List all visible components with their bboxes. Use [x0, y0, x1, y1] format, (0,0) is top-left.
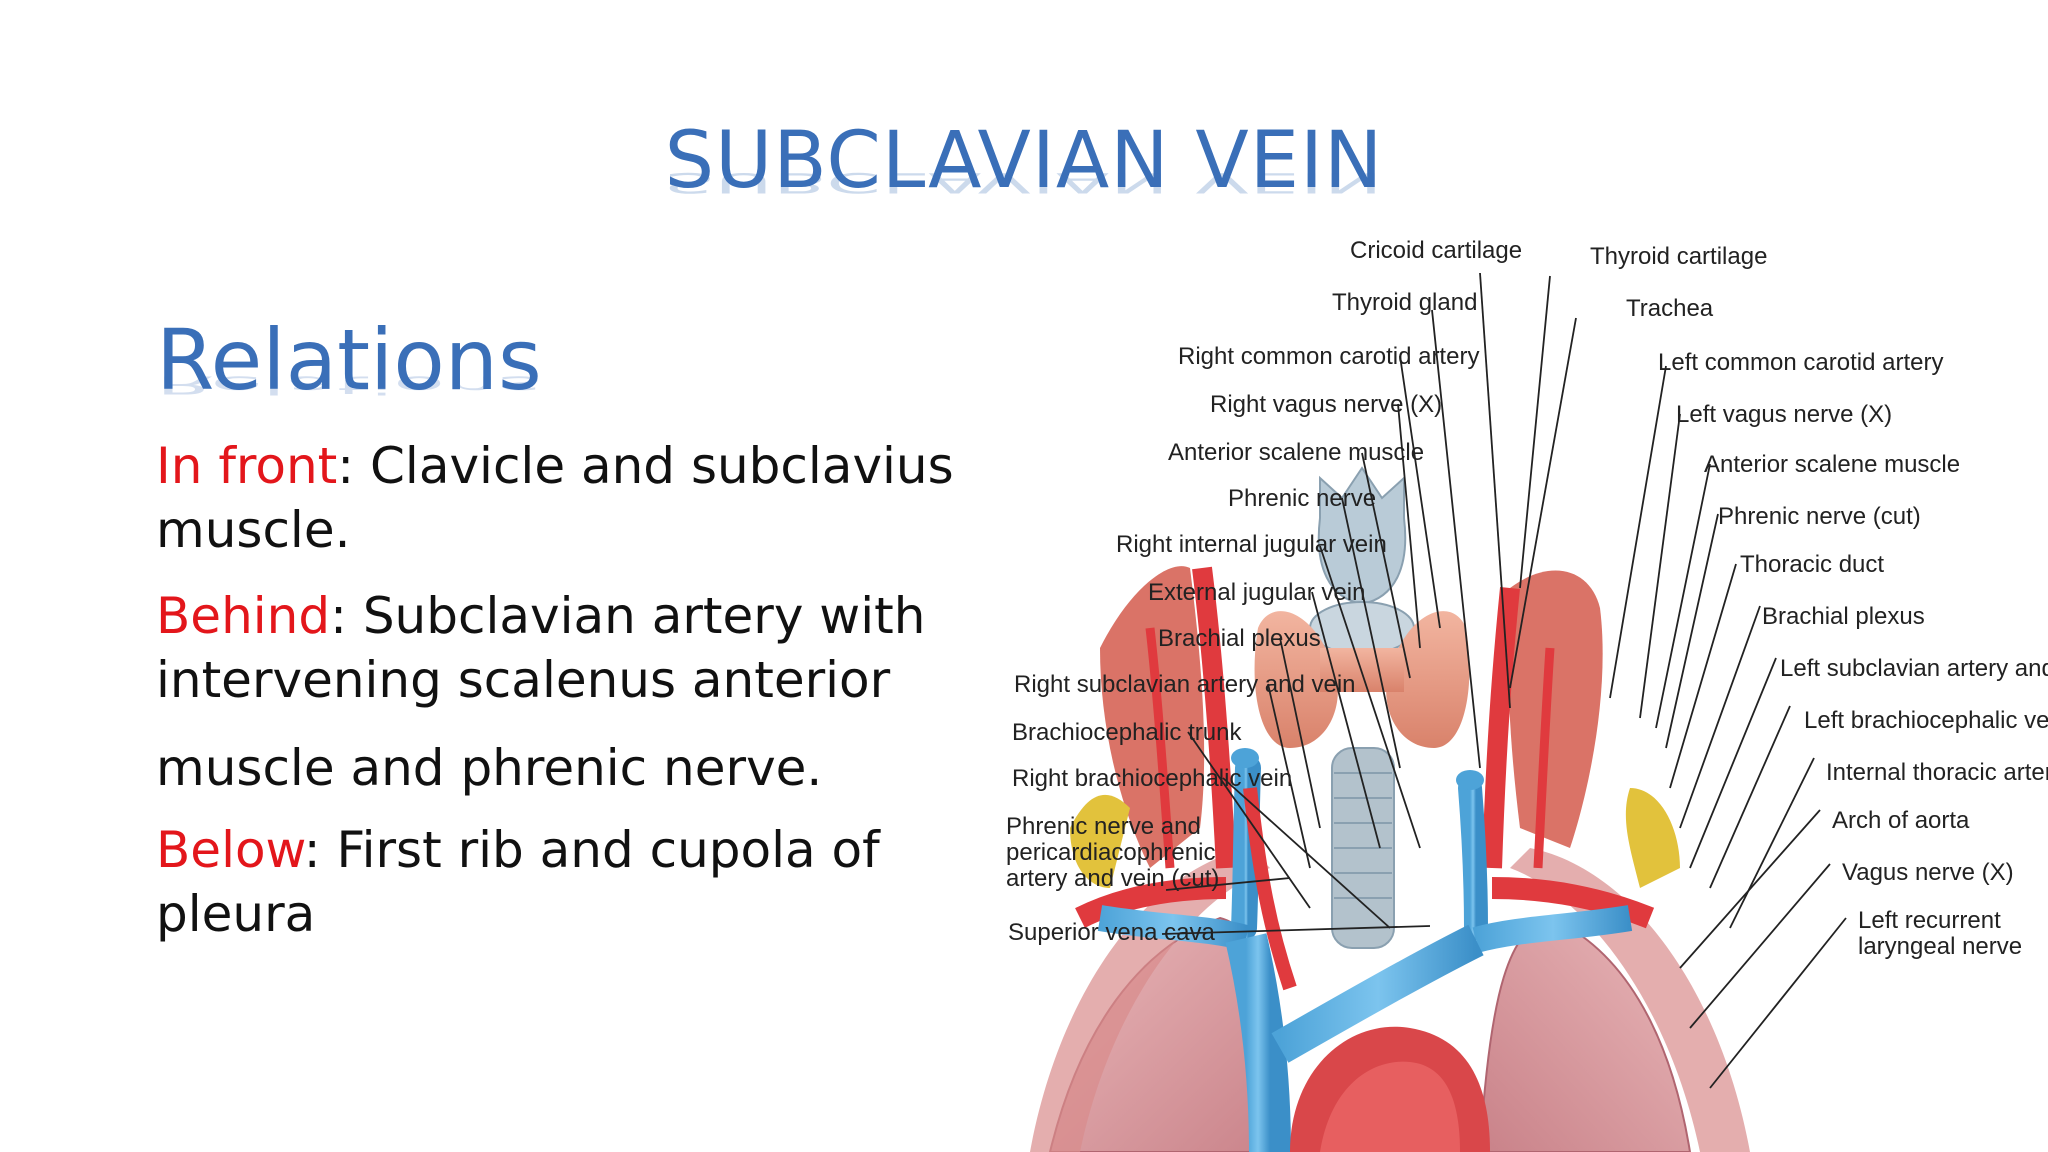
lungs	[1030, 848, 1750, 1152]
neck-muscles	[1070, 566, 1680, 888]
aortic-arch	[1243, 787, 1490, 1152]
label-left-brachiocephalic-vein: Left brachiocephalic vein	[1804, 707, 2048, 734]
label-laryngeal-nerve: laryngeal nerve	[1858, 933, 2022, 960]
label-thoracic-duct: Thoracic duct	[1740, 551, 1884, 578]
relations-heading-reflection: Relations	[156, 370, 542, 401]
label-left-common-carotid-artery: Left common carotid artery	[1658, 349, 1943, 376]
label-cricoid-cartilage: Cricoid cartilage	[1350, 237, 1522, 264]
relation-in-front: In front: Clavicle and subclavius muscle…	[156, 434, 976, 562]
label-thyroid-gland: Thyroid gland	[1332, 289, 1477, 316]
anatomy-figure: Cricoid cartilage Thyroid gland Right co…	[990, 228, 2048, 1152]
relations-heading: Relations	[156, 311, 542, 409]
label-phrenic-nerve-and: Phrenic nerve and	[1006, 813, 1201, 840]
left-labels: Cricoid cartilage Thyroid gland Right co…	[1006, 237, 1522, 946]
label-right-vagus-nerve: Right vagus nerve (X)	[1210, 391, 1442, 418]
label-anterior-scalene-muscle-right: Anterior scalene muscle	[1704, 451, 1960, 478]
label-brachial-plexus-right: Brachial plexus	[1762, 603, 1925, 630]
label-brachial-plexus-left: Brachial plexus	[1158, 625, 1321, 652]
label-artery-and-vein-cut: artery and vein (cut)	[1006, 865, 1219, 892]
label-trachea: Trachea	[1626, 295, 1714, 322]
carotid-arteries	[1145, 566, 1555, 869]
leader-lines	[1161, 272, 1847, 1089]
right-labels: Thyroid cartilage Trachea Left common ca…	[1590, 243, 2048, 960]
relation-key: In front	[156, 437, 338, 495]
label-right-internal-jugular-vein: Right internal jugular vein	[1116, 531, 1387, 558]
label-arch-of-aorta: Arch of aorta	[1832, 807, 1970, 834]
slide-title: SUBCLAVIAN VEIN	[664, 116, 1384, 206]
anatomy-illustration: Cricoid cartilage Thyroid gland Right co…	[1006, 237, 2048, 1152]
relation-text: : First rib and cupola of pleura	[156, 821, 880, 943]
label-right-subclavian-artery-and-vein: Right subclavian artery and vein	[1014, 671, 1356, 698]
relation-below: Below: First rib and cupola of pleura	[156, 818, 976, 946]
veins	[1097, 748, 1633, 1152]
slide-title-reflection: SUBCLAVIAN VEIN	[664, 166, 1384, 199]
relation-key: Behind	[156, 587, 331, 645]
label-pericardiacophrenic: pericardiacophrenic	[1006, 839, 1215, 866]
label-right-brachiocephalic-vein: Right brachiocephalic vein	[1012, 765, 1292, 792]
label-internal-thoracic-artery: Internal thoracic artery	[1826, 759, 2048, 786]
label-anterior-scalene-muscle-left: Anterior scalene muscle	[1168, 439, 1424, 466]
relation-behind: Behind: Subclavian artery with interveni…	[156, 584, 976, 712]
relation-text: muscle and phrenic nerve.	[156, 739, 823, 797]
label-superior-vena-cava: Superior vena cava	[1008, 919, 1215, 946]
relation-text: : Subclavian artery with intervening sca…	[156, 587, 926, 709]
label-brachiocephalic-trunk: Brachiocephalic trunk	[1012, 719, 1242, 746]
label-left-vagus-nerve: Left vagus nerve (X)	[1676, 401, 1892, 428]
label-vagus-nerve-x: Vagus nerve (X)	[1842, 859, 2014, 886]
label-thyroid-cartilage: Thyroid cartilage	[1590, 243, 1767, 270]
relation-text: : Clavicle and subclavius muscle.	[156, 437, 954, 559]
label-right-common-carotid-artery: Right common carotid artery	[1178, 343, 1479, 370]
subclavian-arteries	[1075, 877, 1655, 929]
label-phrenic-nerve-cut: Phrenic nerve (cut)	[1718, 503, 1921, 530]
relation-behind-continued: muscle and phrenic nerve.	[156, 736, 976, 800]
label-left-subclavian-artery-and-vein: Left subclavian artery and vein	[1780, 655, 2048, 682]
label-phrenic-nerve-left: Phrenic nerve	[1228, 485, 1376, 512]
label-external-jugular-vein: External jugular vein	[1148, 579, 1365, 606]
relation-key: Below	[156, 821, 304, 879]
label-left-recurrent: Left recurrent	[1858, 907, 2001, 934]
